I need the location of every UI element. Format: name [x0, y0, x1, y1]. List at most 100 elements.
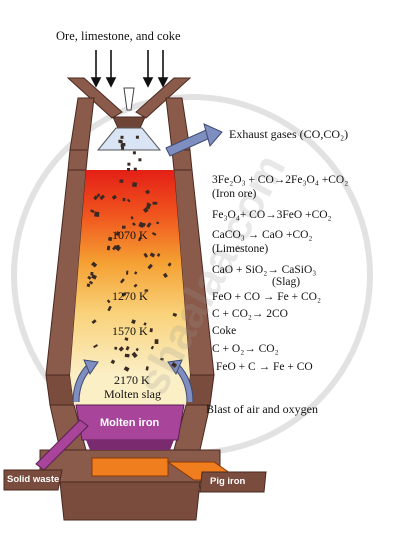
- ore-particle: [125, 346, 130, 351]
- falling-ore-particle: [121, 146, 125, 150]
- falling-ore-particle: [138, 158, 142, 162]
- exhaust-label: Exhaust gases (CO,CO₂): [229, 127, 349, 141]
- temp-1570: 1570 K: [112, 324, 148, 338]
- hopper: [66, 77, 192, 151]
- ore-particle: [86, 283, 91, 288]
- ore-particle: [91, 261, 98, 268]
- ore-particle: [167, 262, 172, 267]
- ore-particle: [145, 366, 149, 371]
- reaction-2: Fe₃O₄+ CO→3FeO +CO₂: [212, 209, 332, 221]
- ore-particle: [99, 194, 105, 201]
- reaction-1-note: (Iron ore): [212, 188, 257, 200]
- ore-particle: [150, 345, 155, 350]
- temp-1070: 1070 K: [112, 228, 148, 242]
- reaction-6: C + CO₂→ 2CO: [212, 308, 288, 320]
- ore-particle: [124, 337, 129, 341]
- ore-particle: [115, 231, 120, 236]
- lower-chamber: [70, 375, 190, 405]
- ore-particle: [90, 271, 94, 276]
- ore-particle: [106, 245, 111, 251]
- ore-particle: [121, 225, 126, 229]
- input-arrows: [90, 50, 169, 88]
- temp-1270: 1270 K: [112, 289, 148, 303]
- ore-particle: [118, 346, 124, 352]
- ore-particle: [126, 198, 131, 203]
- reaction-8: FeO + C → Fe + CO: [216, 361, 313, 373]
- ore-particle: [147, 263, 153, 270]
- reaction-4: CaO + SiO₂→ CaSiO₃: [212, 264, 317, 276]
- falling-ore-particle: [132, 151, 136, 155]
- ore-particle: [90, 209, 95, 213]
- falling-ore-particle: [119, 140, 123, 144]
- falling-ore-particle: [127, 162, 131, 166]
- ore-particle: [110, 359, 116, 365]
- ore-particle: [145, 203, 151, 210]
- furnace-walls: [39, 97, 221, 521]
- ore-particle: [93, 344, 99, 349]
- ore-particle: [107, 236, 113, 242]
- ore-particle: [122, 197, 126, 202]
- reaction-7: C + O₂→ CO₂: [212, 343, 279, 355]
- blast-label: Blast of air and oxygen: [206, 402, 318, 416]
- ore-particle: [93, 195, 99, 201]
- ore-particle: [156, 221, 159, 225]
- reaction-5: FeO + CO → Fe + CO₂: [212, 291, 321, 303]
- molten-slag-label: Molten slag: [104, 387, 161, 401]
- ore-particle: [143, 322, 147, 326]
- pig-iron-label: Pig iron: [210, 476, 246, 487]
- ore-particle: [145, 189, 151, 195]
- ore-particles: [86, 135, 178, 372]
- ore-particle: [123, 366, 130, 372]
- ore-particle: [132, 222, 136, 227]
- reaction-1: 3Fe₂O₃ + CO→2Fe₃O₄ +CO₂: [212, 174, 349, 186]
- ore-particle: [131, 351, 138, 359]
- exhaust-arrow: [165, 123, 223, 157]
- falling-ore-particle: [127, 168, 130, 171]
- ore-particle: [125, 270, 129, 275]
- ore-particle: [142, 207, 149, 213]
- pig-iron-box: [199, 471, 267, 493]
- ore-particle: [138, 236, 142, 242]
- ore-particle: [107, 305, 112, 312]
- ore-particle: [124, 353, 130, 358]
- ore-particle: [172, 312, 178, 317]
- ore-particle: [88, 280, 94, 285]
- ore-particle: [87, 275, 92, 280]
- ore-particle: [149, 252, 156, 258]
- top-label: Ore, limestone, and coke: [56, 29, 181, 43]
- ore-particle: [111, 194, 117, 200]
- falling-ore-particle: [133, 167, 137, 171]
- pig-iron-channel: [91, 457, 169, 477]
- ore-particle: [130, 215, 134, 220]
- falling-ore-particle: [120, 135, 124, 139]
- ore-particle: [154, 339, 159, 344]
- ore-particle: [143, 252, 149, 258]
- ore-particle: [162, 272, 168, 278]
- temp-2170: 2170 K: [114, 373, 150, 387]
- solid-waste-box: [3, 469, 63, 491]
- ore-particle: [91, 319, 97, 325]
- iron-bottom: [86, 440, 174, 450]
- reaction-4-note: (Slag): [272, 276, 301, 288]
- ore-particle: [106, 299, 111, 304]
- ore-particle: [152, 201, 158, 205]
- ore-particle: [138, 221, 145, 228]
- ore-particle: [134, 271, 138, 275]
- ore-particle: [119, 278, 125, 284]
- reaction-6-note: Coke: [212, 325, 237, 337]
- ore-particle: [133, 283, 138, 288]
- ore-particle: [131, 182, 138, 188]
- ore-particle: [135, 347, 139, 352]
- falling-ore-particle: [135, 135, 139, 139]
- falling-ore-particle: [121, 143, 125, 147]
- ore-particle: [149, 328, 153, 333]
- solid-waste-label: Solid waste: [7, 474, 60, 485]
- ore-particle: [160, 357, 164, 361]
- ore-particle: [119, 179, 124, 183]
- ore-particle: [151, 232, 157, 236]
- ore-particle: [97, 193, 100, 197]
- ore-particle: [114, 346, 118, 350]
- ore-particle: [170, 362, 178, 369]
